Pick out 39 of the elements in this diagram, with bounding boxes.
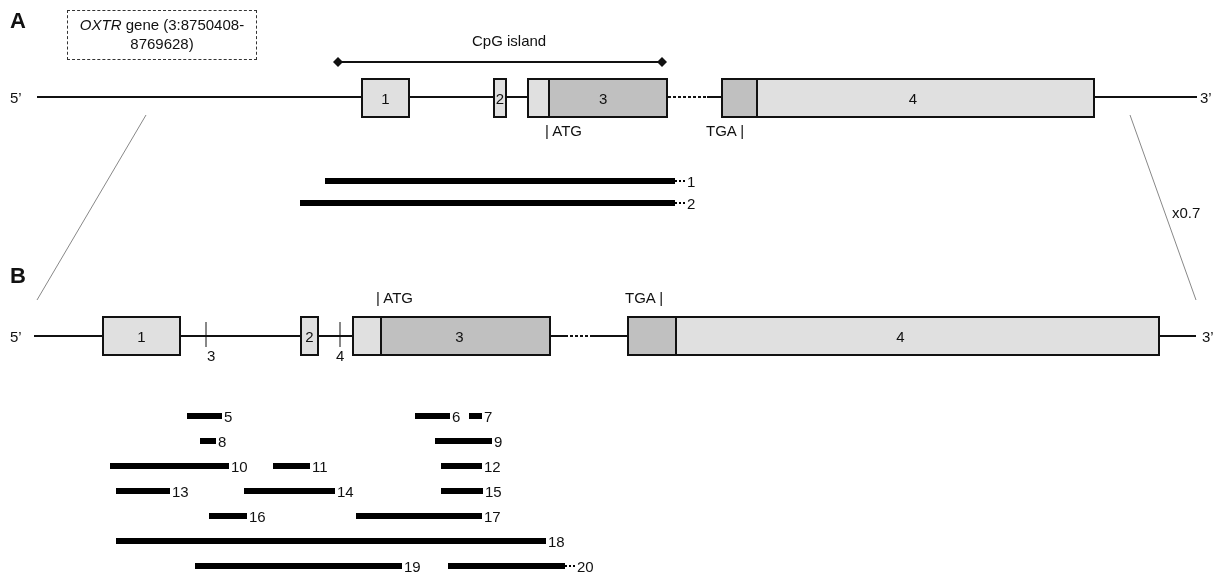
region-label: CpG island <box>472 33 547 48</box>
panel-letter: A <box>10 10 26 32</box>
fragment-number: 1 <box>687 173 696 189</box>
exon-box: 2 <box>493 78 507 118</box>
exon-box: 4 <box>627 316 1160 356</box>
site-number: 3 <box>207 348 216 363</box>
end-label: 5’ <box>10 329 22 344</box>
fragment-number: 7 <box>484 408 493 424</box>
fragment-number: 12 <box>484 458 501 474</box>
fragment-number: 20 <box>577 558 594 573</box>
exon-box: 4 <box>721 78 1095 118</box>
fragment-number: 15 <box>485 483 502 499</box>
fragment-number: 8 <box>218 433 227 449</box>
fragment-number: 2 <box>687 195 696 211</box>
exon-box: 2 <box>300 316 319 356</box>
fragment-number: 11 <box>312 458 328 474</box>
fragment-number: 9 <box>494 433 503 449</box>
site-number: 4 <box>336 348 345 363</box>
exon-box: 3 <box>527 78 668 118</box>
fragment-number: 10 <box>231 458 248 474</box>
end-label: 3’ <box>1200 90 1212 105</box>
exon-box: 1 <box>361 78 410 118</box>
fragment-number: 14 <box>337 483 354 499</box>
end-label: 5’ <box>10 90 22 105</box>
exon-box: 3 <box>352 316 551 356</box>
exon-box: 1 <box>102 316 181 356</box>
codon-label: TGA | <box>706 123 745 138</box>
fragment-number: 17 <box>484 508 501 524</box>
end-label: 3’ <box>1202 329 1214 344</box>
scale-label: x0.7 <box>1172 205 1201 220</box>
panel-letter: B <box>10 265 26 287</box>
fragment-number: 13 <box>172 483 189 499</box>
fragment-number: 19 <box>404 558 421 573</box>
codon-label: | ATG <box>545 123 582 138</box>
gene-label-box: OXTR gene (3:8750408-8769628) <box>67 10 257 60</box>
fragment-number: 18 <box>548 533 565 549</box>
fragment-number: 5 <box>224 408 233 424</box>
fragment-number: 16 <box>249 508 266 524</box>
fragment-number: 6 <box>452 408 461 424</box>
